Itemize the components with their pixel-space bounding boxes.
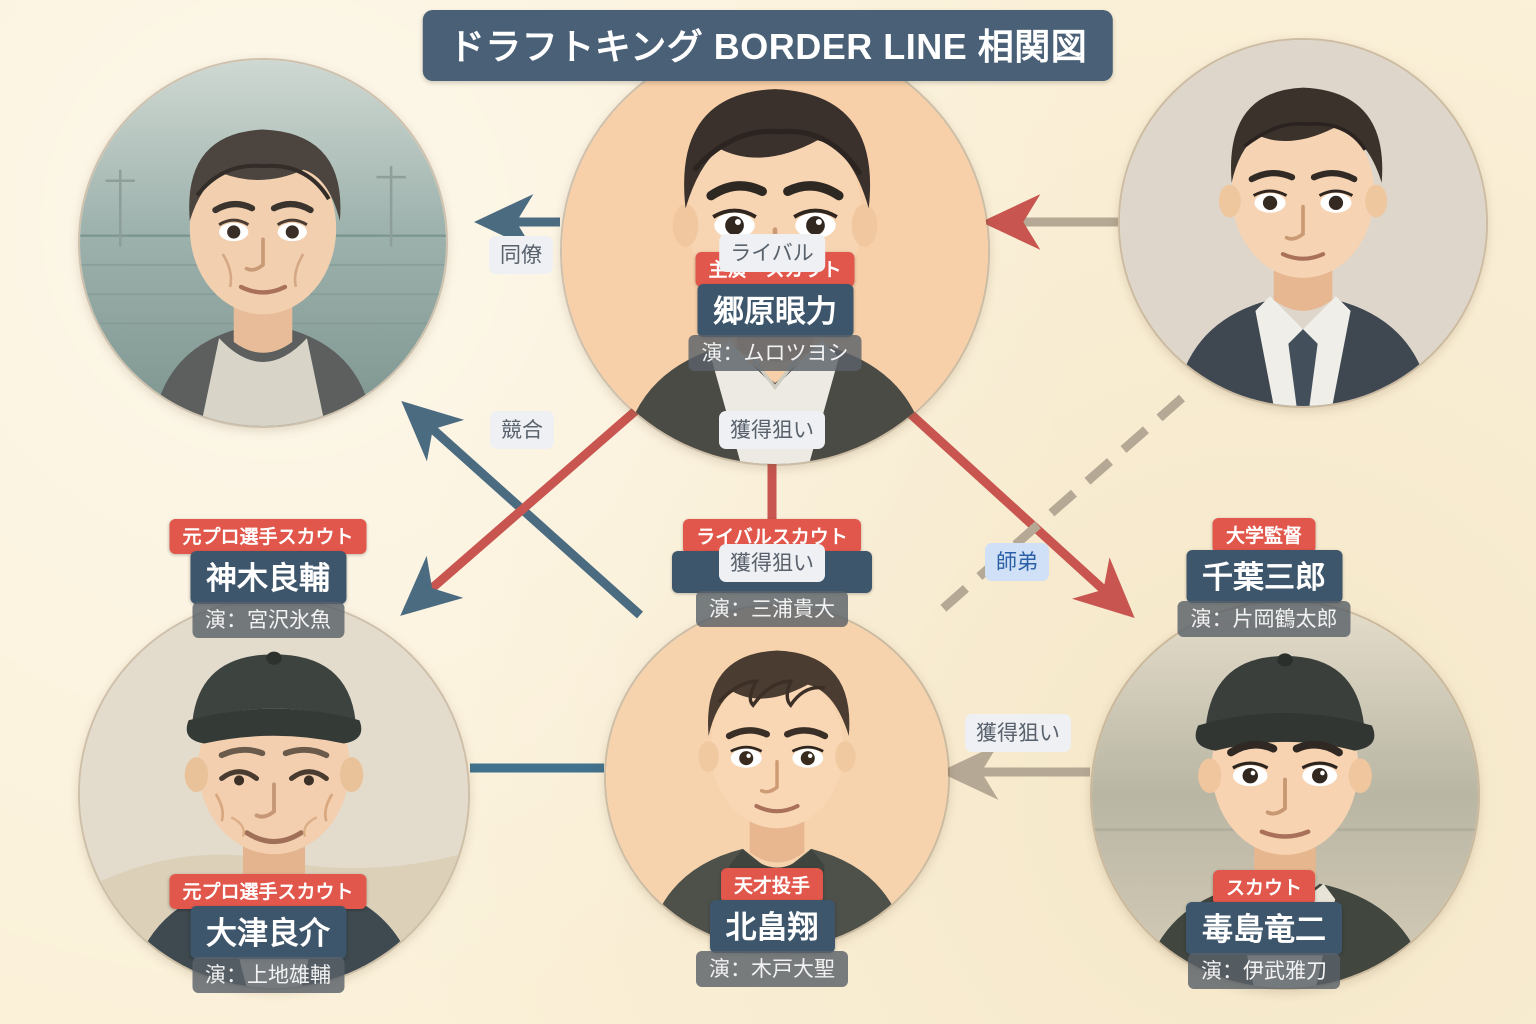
- labels-busujima: スカウト 毒島竜二 演：伊武雅刀: [1186, 870, 1342, 989]
- actor-plate-chiba: 演：片岡鶴太郎: [1177, 601, 1351, 637]
- role-badge-kamiki: 元プロ選手スカウト: [169, 519, 367, 554]
- actor-plate-kitabatake: 演：木戸大聖: [696, 951, 848, 987]
- portrait-suit-man: [1118, 38, 1488, 408]
- labels-kamiki: 元プロ選手スカウト 神木良輔 演：宮沢氷魚: [169, 519, 367, 638]
- edge-label-shitei: 師弟: [985, 543, 1049, 581]
- labels-chiba: 大学監督 千葉三郎 演：片岡鶴太郎: [1177, 518, 1351, 637]
- edge-label-kakutoku-bot: 獲得狙い: [965, 714, 1071, 752]
- edge-shitei: [927, 394, 1185, 624]
- edge-label-kakutoku-top: 獲得狙い: [719, 411, 825, 449]
- role-badge-kitabatake: 天才投手: [720, 868, 823, 903]
- name-plate-kamiki: 神木良輔: [189, 551, 346, 604]
- name-plate-gohara: 郷原眼力: [697, 284, 853, 337]
- role-badge-otsu: 元プロ選手スカウト: [169, 874, 367, 909]
- edge-label-kyogo: 競合: [490, 411, 554, 449]
- name-plate-kitabatake: 北畠翔: [709, 900, 835, 953]
- actor-plate-kamiki: 演：宮沢氷魚: [191, 602, 344, 638]
- role-badge-chiba: 大学監督: [1212, 518, 1315, 553]
- role-badge-busujima: スカウト: [1212, 870, 1315, 905]
- edge-label-doryo: 同僚: [489, 236, 553, 274]
- labels-otsu: 元プロ選手スカウト 大津良介 演：上地雄輔: [169, 874, 367, 993]
- edge-label-kakutoku-mid: 獲得狙い: [719, 544, 825, 582]
- labels-kitabatake: 天才投手 北畠翔 演：木戸大聖: [696, 868, 848, 987]
- edge-gohara-otsu: [400, 396, 651, 616]
- name-plate-otsu: 大津良介: [189, 906, 346, 959]
- name-plate-busujima: 毒島竜二: [1186, 902, 1342, 955]
- actor-plate-rival-scout: 演：三浦貴大: [696, 591, 848, 627]
- edge-label-rival: ライバル: [719, 234, 825, 272]
- actor-plate-otsu: 演：上地雄輔: [191, 957, 344, 993]
- name-plate-chiba: 千葉三郎: [1186, 550, 1342, 603]
- page-title: ドラフトキング BORDER LINE 相関図: [422, 10, 1114, 81]
- edge-gohara-busujima: [889, 394, 1135, 619]
- actor-plate-gohara: 演：ムロツヨシ: [688, 335, 862, 371]
- actor-plate-busujima: 演：伊武雅刀: [1188, 953, 1340, 989]
- portrait-colleague: [78, 58, 448, 428]
